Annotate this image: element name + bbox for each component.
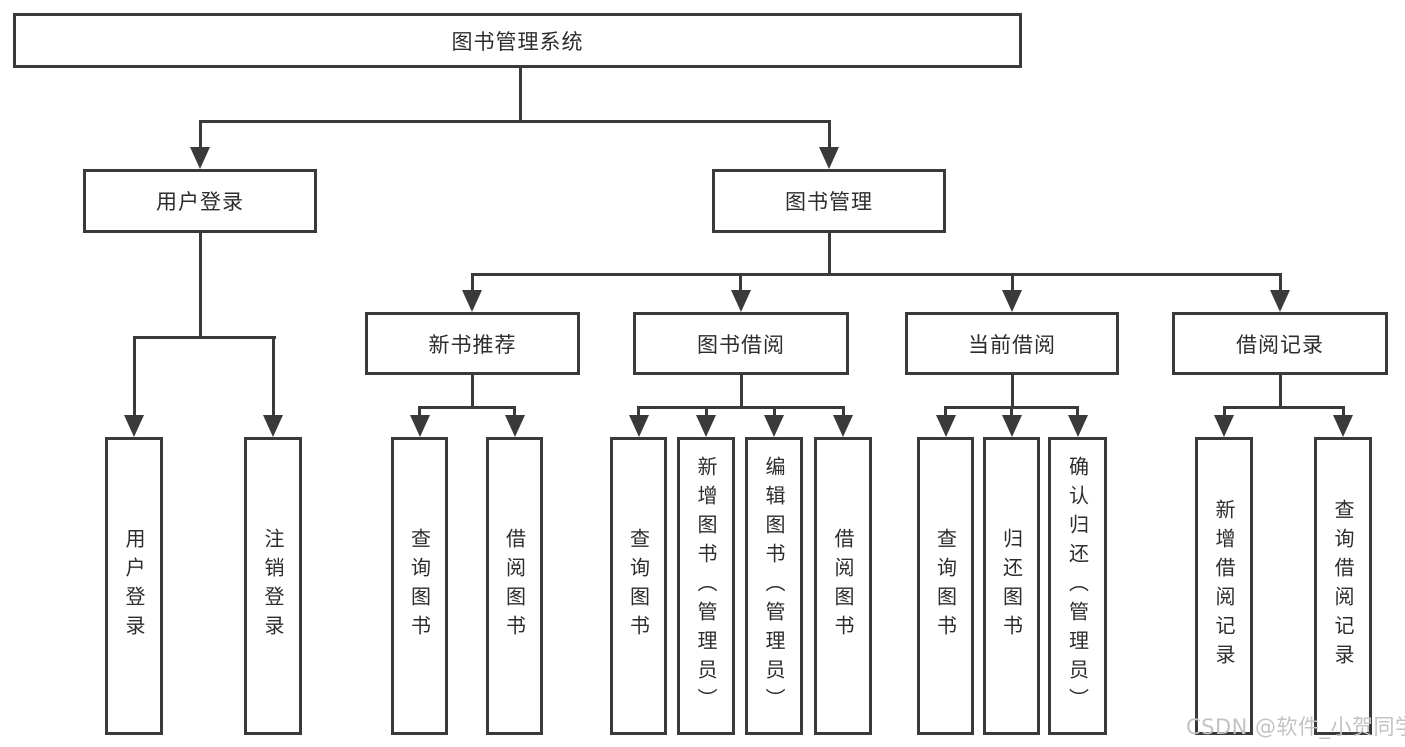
connector-line — [132, 336, 136, 417]
connector-line — [271, 336, 275, 417]
leaf-logout-label: 注销登录 — [261, 528, 285, 644]
leaf-bb-edit-books-admin-label: 编辑图书（管理员） — [762, 455, 786, 717]
connector-line — [470, 273, 474, 292]
node-root-label: 图书管理系统 — [451, 29, 584, 54]
arrow-down-icon — [833, 415, 853, 437]
connector-line — [1010, 406, 1013, 418]
connector-line — [132, 336, 276, 339]
connector-line — [739, 273, 742, 292]
arrow-down-icon — [409, 415, 430, 437]
leaf-user-login-label: 用户登录 — [122, 528, 146, 644]
arrow-down-icon — [696, 415, 716, 437]
connector-line — [1010, 273, 1014, 292]
connector-line — [470, 273, 1282, 276]
arrow-down-icon — [504, 415, 525, 437]
arrow-down-icon — [1333, 415, 1353, 437]
leaf-nbr-borrow-books-label: 借阅图书 — [502, 528, 527, 644]
leaf-bb-add-books-admin: 新增图书（管理员） — [677, 437, 735, 735]
connector-line — [827, 233, 831, 273]
connector-line — [944, 406, 947, 418]
connector-line — [418, 406, 421, 418]
connector-line — [637, 406, 844, 409]
connector-line — [198, 120, 202, 150]
leaf-cb-query-books: 查询图书 — [917, 437, 974, 735]
node-borrow-records-label: 借阅记录 — [1236, 332, 1324, 357]
watermark-text: CSDN @软件_小贺同学 — [1186, 715, 1405, 739]
leaf-br-query-record: 查询借阅记录 — [1314, 437, 1372, 735]
node-current-borrowing: 当前借阅 — [905, 312, 1119, 375]
node-new-book-recommend: 新书推荐 — [365, 312, 580, 375]
node-new-book-recommend-label: 新书推荐 — [428, 332, 517, 357]
connector-line — [418, 406, 516, 409]
leaf-cb-query-books-label: 查询图书 — [933, 528, 958, 644]
leaf-cb-confirm-return-admin-label: 确认归还（管理员） — [1065, 455, 1090, 717]
node-borrow-records: 借阅记录 — [1172, 312, 1388, 375]
node-book-borrowing: 图书借阅 — [633, 312, 849, 375]
connector-line — [471, 375, 474, 407]
leaf-bb-query-books-label: 查询图书 — [626, 528, 651, 644]
connector-line — [1278, 375, 1282, 407]
arrow-down-icon — [462, 290, 482, 312]
arrow-down-icon — [1214, 415, 1234, 437]
leaf-nbr-borrow-books: 借阅图书 — [486, 437, 543, 735]
arrow-down-icon — [730, 290, 751, 312]
leaf-bb-add-books-admin-label: 新增图书（管理员） — [694, 455, 718, 717]
connector-line — [1222, 406, 1226, 418]
connector-line — [198, 120, 831, 123]
leaf-br-add-record-label: 新增借阅记录 — [1212, 499, 1236, 673]
arrow-down-icon — [1067, 415, 1088, 437]
connector-line — [841, 406, 845, 418]
arrow-down-icon — [628, 415, 649, 437]
leaf-bb-borrow-books: 借阅图书 — [814, 437, 872, 735]
leaf-cb-return-books: 归还图书 — [983, 437, 1040, 735]
leaf-user-login: 用户登录 — [105, 437, 163, 735]
connector-line — [1076, 406, 1079, 418]
leaf-br-query-record-label: 查询借阅记录 — [1331, 499, 1355, 673]
node-user-login: 用户登录 — [83, 169, 317, 233]
leaf-cb-confirm-return-admin: 确认归还（管理员） — [1048, 437, 1107, 735]
arrow-down-icon — [935, 415, 956, 437]
node-book-management: 图书管理 — [712, 169, 946, 233]
connector-line — [1341, 406, 1345, 418]
arrow-down-icon — [190, 147, 210, 169]
node-root: 图书管理系统 — [13, 13, 1022, 68]
node-book-borrowing-label: 图书借阅 — [697, 332, 785, 357]
arrow-down-icon — [263, 415, 283, 437]
leaf-nbr-query-books-label: 查询图书 — [407, 528, 432, 644]
leaf-logout: 注销登录 — [244, 437, 302, 735]
arrow-down-icon — [124, 415, 144, 437]
connector-line — [637, 406, 640, 418]
arrow-down-icon — [1270, 290, 1290, 312]
connector-line — [518, 68, 522, 120]
node-current-borrowing-label: 当前借阅 — [968, 332, 1056, 357]
leaf-br-add-record: 新增借阅记录 — [1195, 437, 1253, 735]
connector-line — [1222, 406, 1345, 409]
leaf-nbr-query-books: 查询图书 — [391, 437, 448, 735]
connector-line — [1010, 375, 1014, 407]
leaf-bb-borrow-books-label: 借阅图书 — [831, 528, 855, 644]
connector-line — [739, 375, 743, 407]
node-user-login-label: 用户登录 — [156, 190, 244, 214]
leaf-bb-query-books: 查询图书 — [610, 437, 667, 735]
connector-line — [198, 233, 202, 336]
arrow-down-icon — [1002, 290, 1022, 312]
connector-line — [827, 120, 831, 150]
leaf-cb-return-books-label: 归还图书 — [999, 528, 1024, 644]
arrow-down-icon — [764, 415, 784, 437]
leaf-bb-edit-books-admin: 编辑图书（管理员） — [745, 437, 803, 735]
arrow-down-icon — [1001, 415, 1022, 437]
connector-line — [772, 406, 776, 418]
connector-line — [704, 406, 708, 418]
connector-line — [513, 406, 516, 418]
node-book-management-label: 图书管理 — [785, 190, 873, 214]
connector-line — [1278, 273, 1282, 292]
arrow-down-icon — [819, 147, 839, 169]
